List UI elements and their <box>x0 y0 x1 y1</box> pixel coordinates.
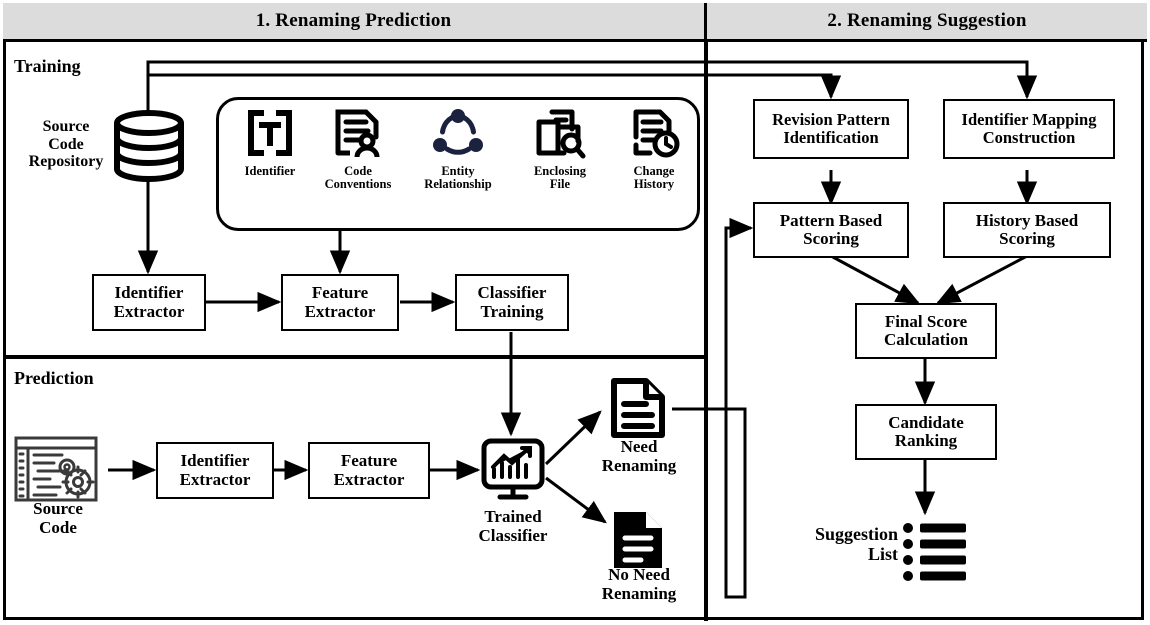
feature-entity-relationship-label: Entity Relationship <box>424 164 492 192</box>
document-filled-icon <box>608 508 668 577</box>
need-renaming-label: Need Renaming <box>601 437 677 475</box>
database-cylinder-icon <box>112 110 186 187</box>
header-renaming-suggestion: 2. Renaming Suggestion <box>707 3 1147 42</box>
header-right-title: 2. Renaming Suggestion <box>827 10 1027 31</box>
code-window-gears-icon <box>12 434 104 511</box>
document-clock-icon <box>606 103 702 163</box>
documents-search-icon <box>512 103 608 163</box>
box-prediction-identifier-extractor[interactable]: Identifier Extractor <box>156 442 274 499</box>
box-revision-pattern-identification[interactable]: Revision Pattern Identification <box>753 99 909 159</box>
header-renaming-prediction: 1. Renaming Prediction <box>3 3 707 42</box>
box-history-based-scoring[interactable]: History Based Scoring <box>943 202 1111 258</box>
feature-entity-relationship: Entity Relationship <box>410 103 506 191</box>
box-pattern-based-scoring[interactable]: Pattern Based Scoring <box>753 202 909 258</box>
document-outline-icon <box>608 376 668 445</box>
training-prediction-divider <box>3 355 707 359</box>
source-code-label: Source Code <box>33 499 83 537</box>
box-classifier-training[interactable]: Classifier Training <box>455 274 569 331</box>
no-need-renaming-label: No Need Renaming <box>601 565 677 603</box>
header-left-title: 1. Renaming Prediction <box>255 10 452 31</box>
box-prediction-feature-extractor[interactable]: Feature Extractor <box>308 442 430 499</box>
feature-change-history: Change History <box>606 103 702 191</box>
box-training-identifier-extractor[interactable]: Identifier Extractor <box>92 274 206 331</box>
training-section-label: Training <box>14 56 81 76</box>
entity-relationship-icon <box>410 103 506 163</box>
feature-code-conventions-label: Code Conventions <box>324 164 392 192</box>
monitor-chart-icon <box>480 437 546 508</box>
identifier-bracket-t-icon <box>222 103 318 163</box>
feature-change-history-label: Change History <box>633 164 675 192</box>
source-code-repository-label: Source Code Repository <box>28 118 104 171</box>
feature-enclosing-file: Enclosing File <box>512 103 608 191</box>
bulleted-list-icon <box>902 521 968 588</box>
feature-enclosing-file-label: Enclosing File <box>533 164 587 192</box>
feature-code-conventions: Code Conventions <box>310 103 406 191</box>
box-candidate-ranking[interactable]: Candidate Ranking <box>855 404 997 460</box>
prediction-section-label: Prediction <box>14 368 94 388</box>
box-identifier-mapping-construction[interactable]: Identifier Mapping Construction <box>943 99 1115 159</box>
box-final-score-calculation[interactable]: Final Score Calculation <box>855 303 997 359</box>
suggestion-list-label: Suggestion List <box>814 524 898 564</box>
trained-classifier-label: Trained Classifier <box>478 507 548 545</box>
box-training-feature-extractor[interactable]: Feature Extractor <box>281 274 399 331</box>
document-person-icon <box>310 103 406 163</box>
feature-identifier-label: Identifier <box>244 164 296 178</box>
panel-vertical-divider <box>704 42 708 621</box>
feature-identifier: Identifier <box>222 103 318 178</box>
